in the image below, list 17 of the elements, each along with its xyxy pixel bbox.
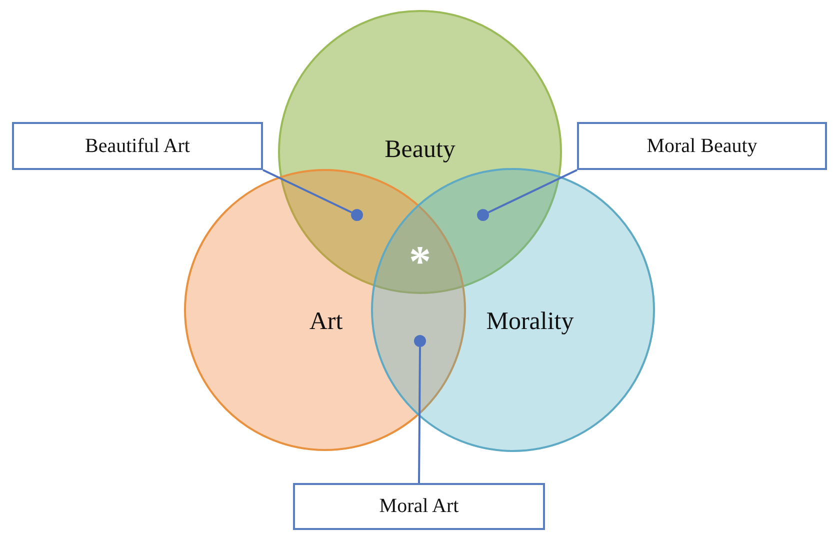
- leader-line: [262, 169, 352, 214]
- anchor-dot: [414, 335, 426, 347]
- callout-box: [293, 483, 545, 530]
- callout-box: [12, 122, 263, 170]
- leader-line: [488, 169, 578, 214]
- callout-box: [577, 122, 827, 170]
- callout-text: Beautiful Art: [85, 134, 190, 158]
- callout-text: Moral Art: [379, 495, 459, 518]
- asterisk: *: [409, 240, 431, 284]
- anchor-dot: [477, 209, 489, 221]
- set-label: Morality: [486, 308, 574, 336]
- callout-text: Moral Beauty: [646, 134, 758, 158]
- venn-circle: [371, 168, 655, 452]
- set-label: Art: [309, 308, 343, 336]
- anchor-dot: [351, 209, 363, 221]
- leader-line: [418, 347, 421, 483]
- set-label: Beauty: [384, 136, 456, 164]
